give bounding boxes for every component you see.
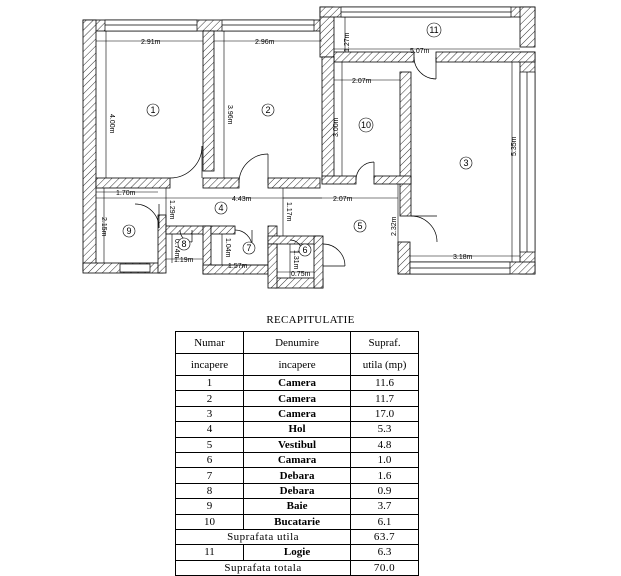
dim-label: 5.35m xyxy=(511,136,518,156)
total-row: Suprafata totala 70.0 xyxy=(174,559,419,576)
dim-label: 3.18m xyxy=(453,254,473,261)
table-header-row: Numar Denumire Supraf. xyxy=(174,331,419,354)
dim-label: 1.31m xyxy=(292,250,299,270)
room-name-cell: Hol xyxy=(243,421,352,438)
room-name-cell: Vestibul xyxy=(243,436,352,453)
room-number: 11 xyxy=(429,25,438,35)
dim-label: 1.70m xyxy=(116,190,136,197)
dimension-lines xyxy=(96,17,520,278)
room-number: 4 xyxy=(218,203,223,213)
room-num-cell: 5 xyxy=(174,436,245,453)
header-cell: incapere xyxy=(174,353,245,376)
dim-label: 2.32m xyxy=(391,216,398,236)
dim-label: 1.57m xyxy=(228,263,248,270)
room-number: 1 xyxy=(150,105,155,115)
dim-label: 1.17m xyxy=(285,202,292,222)
room-area-cell: 0.9 xyxy=(350,482,419,500)
room-name-cell: Camara xyxy=(243,451,352,469)
dim-label: 4.43m xyxy=(232,196,252,203)
total-value: 70.0 xyxy=(350,559,419,576)
room-num-cell: 2 xyxy=(174,390,245,407)
room-area-cell: 4.8 xyxy=(350,436,419,453)
room-num-cell: 3 xyxy=(174,405,245,423)
room-area-cell: 1.0 xyxy=(350,451,419,469)
room-area-cell: 1.6 xyxy=(350,467,419,484)
room-name-cell: Bucatarie xyxy=(243,513,352,530)
header-cell: utila (mp) xyxy=(350,353,419,376)
room-number: 2 xyxy=(265,105,270,115)
header-cell: incapere xyxy=(243,353,352,376)
room-name-cell: Baie xyxy=(243,498,352,515)
floor-plan: 2.91m 2.96m 1.27m 5.07m 2.07m 4.00m 3.96… xyxy=(82,6,536,289)
room-area-cell: 3.7 xyxy=(350,498,419,515)
room-number: 6 xyxy=(302,245,307,255)
room-area-cell: 11.6 xyxy=(350,374,419,392)
room-area-cell: 5.3 xyxy=(350,421,419,438)
room-name-cell: Camera xyxy=(243,374,352,392)
dim-label: 3.00m xyxy=(333,117,340,137)
dim-label: 1.04m xyxy=(224,238,231,258)
room-number: 7 xyxy=(246,243,251,253)
subtotal-value: 63.7 xyxy=(350,528,419,546)
room-num-cell: 10 xyxy=(174,513,245,530)
room-num-cell: 7 xyxy=(174,467,245,484)
dim-label: 1.29m xyxy=(168,200,175,220)
header-cell: Denumire xyxy=(243,331,352,354)
room-num-cell: 1 xyxy=(174,374,245,392)
dim-label: 0.75m xyxy=(291,271,311,278)
dim-label: 2.07m xyxy=(333,196,353,203)
room-name-cell: Debara xyxy=(243,467,352,484)
room-area-cell: 6.1 xyxy=(350,513,419,530)
room-number: 3 xyxy=(463,158,468,168)
dim-label: 1.27m xyxy=(344,32,351,52)
room-area-cell: 11.7 xyxy=(350,390,419,407)
dim-label: 5.07m xyxy=(410,48,430,55)
room-markers xyxy=(122,22,473,257)
dim-label: 1.19m xyxy=(174,257,194,264)
recap-table: Numar Denumire Supraf. incapere incapere… xyxy=(174,331,419,576)
room-name-cell: Logie xyxy=(243,544,352,561)
dim-label: 3.96m xyxy=(226,105,233,125)
dim-label: 2.96m xyxy=(255,39,275,46)
room-num-cell: 9 xyxy=(174,498,245,515)
dim-label: 2.15m xyxy=(100,217,107,237)
room-num-cell: 8 xyxy=(174,482,245,500)
subtotal-row: Suprafata utila 63.7 xyxy=(174,528,419,546)
room-area-cell: 17.0 xyxy=(350,405,419,423)
subtotal-label: Suprafata utila xyxy=(174,528,352,546)
room-num-cell: 6 xyxy=(174,451,245,469)
room-name-cell: Camera xyxy=(243,405,352,423)
dim-label: 0.74m xyxy=(173,239,180,259)
room-num-cell: 4 xyxy=(174,421,245,438)
room-number: 9 xyxy=(126,226,131,236)
room-number: 8 xyxy=(181,239,186,249)
header-cell: Numar xyxy=(174,331,245,354)
room-name-cell: Debara xyxy=(243,482,352,500)
dim-label: 2.91m xyxy=(141,39,161,46)
recap-title: RECAPITULATIE xyxy=(266,314,355,326)
dim-label: 2.07m xyxy=(352,78,372,85)
room-number: 10 xyxy=(361,120,371,130)
table-header-row: incapere incapere utila (mp) xyxy=(174,353,419,376)
total-label: Suprafata totala xyxy=(174,559,352,576)
room-name-cell: Camera xyxy=(243,390,352,407)
room-number: 5 xyxy=(357,221,362,231)
room-num-cell: 11 xyxy=(174,544,245,561)
windows xyxy=(104,6,536,275)
room-area-cell: 6.3 xyxy=(350,544,419,561)
dim-label: 4.00m xyxy=(108,114,115,134)
header-cell: Supraf. xyxy=(350,331,419,354)
